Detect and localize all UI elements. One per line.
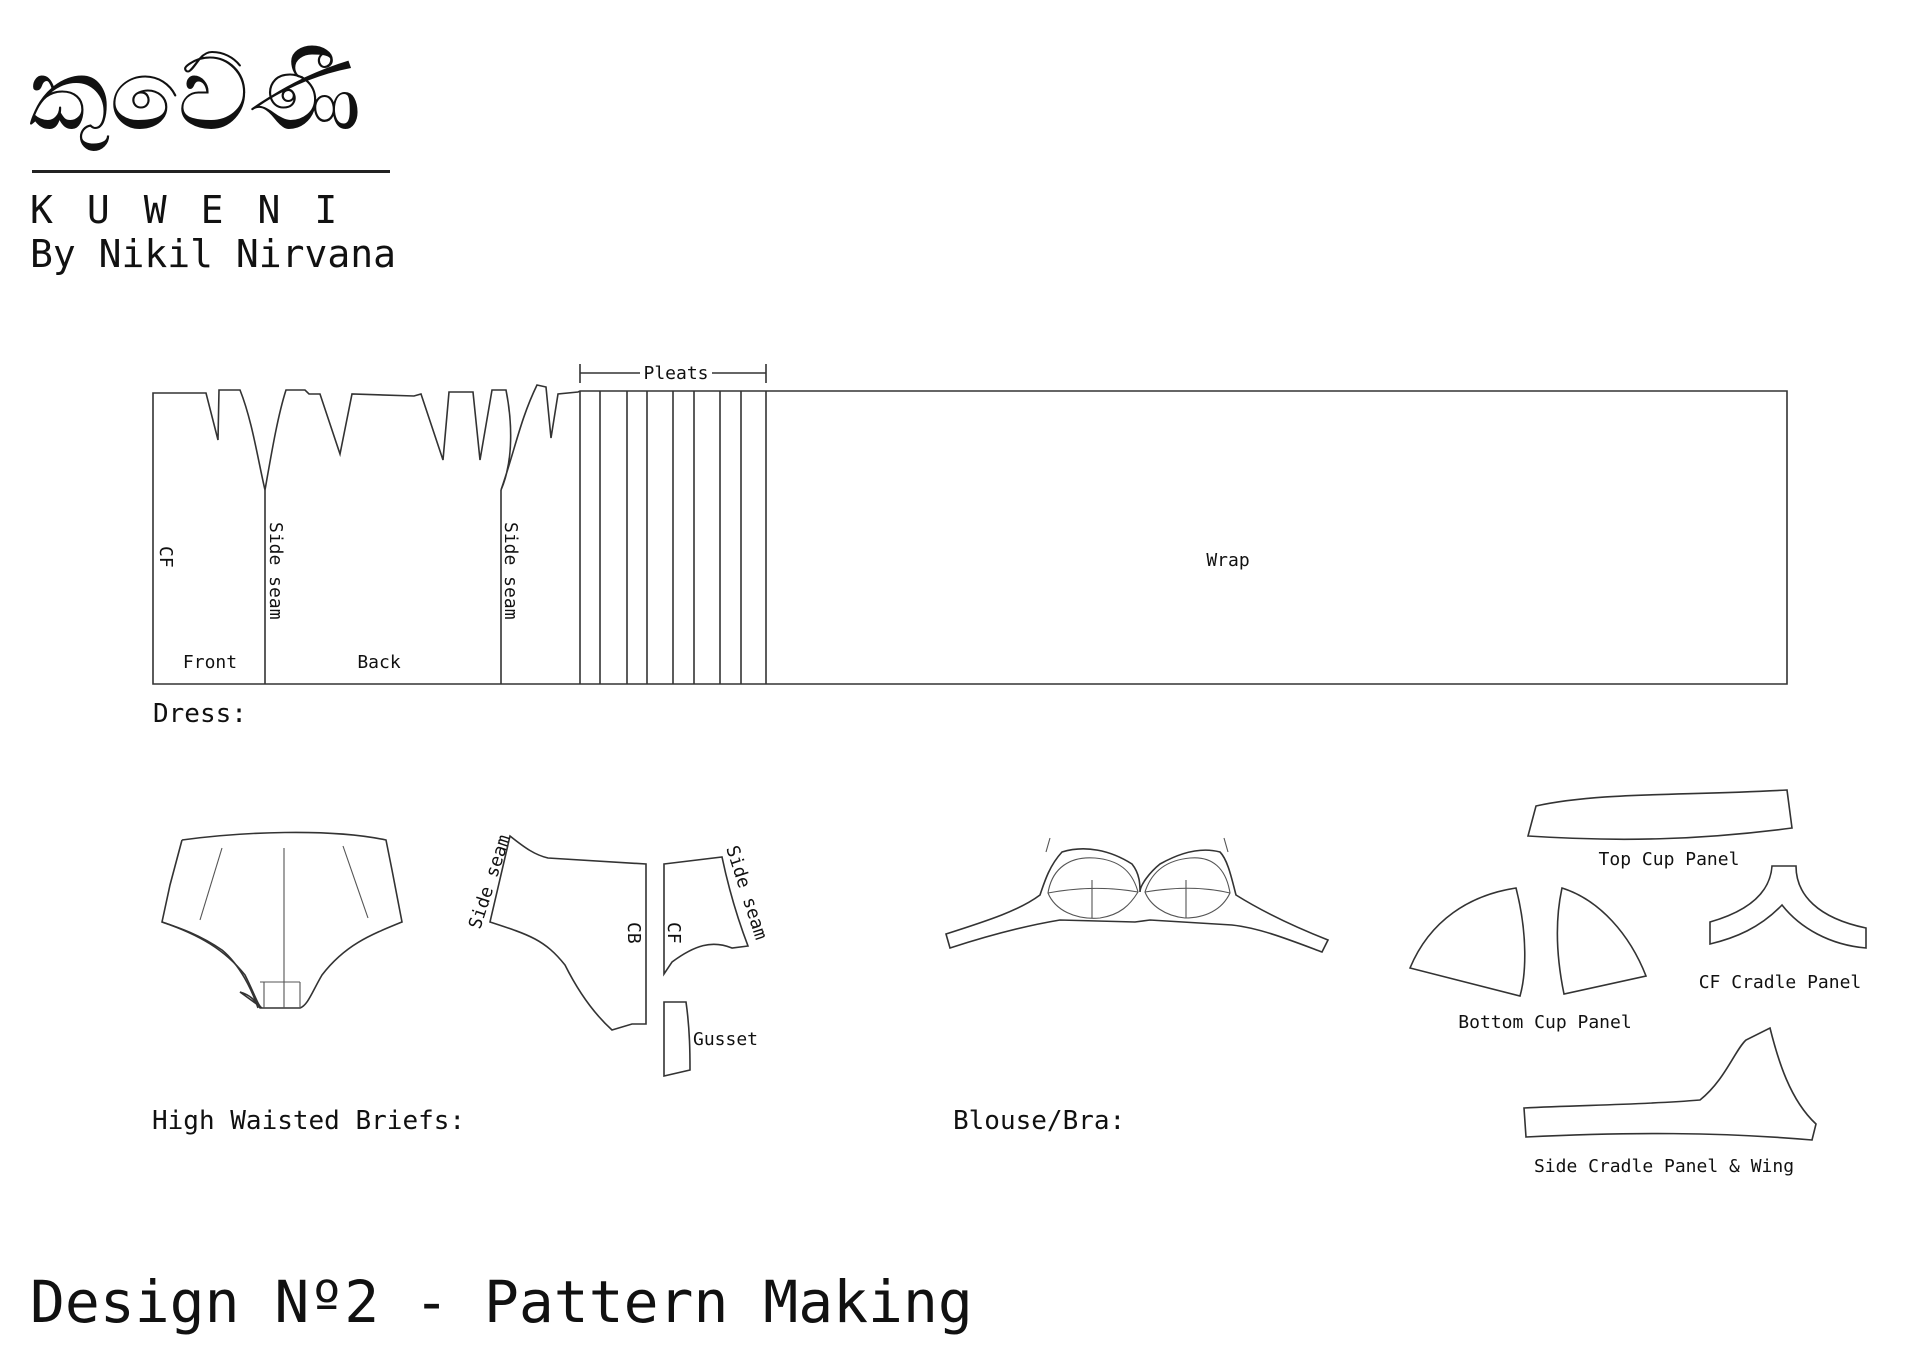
bra-illustration	[945, 837, 1330, 954]
back-label: Back	[357, 652, 401, 673]
bottom-cup-panel-right	[1556, 886, 1648, 995]
bottom-cup-label: Bottom Cup Panel	[1458, 1012, 1631, 1033]
dress-outline	[152, 384, 1788, 685]
briefs-side-seam-left: Side seam	[465, 832, 515, 931]
briefs-front-panel	[663, 856, 750, 977]
brand-name: KUWENI	[30, 188, 372, 232]
pleats-dimension: Pleats	[579, 363, 767, 384]
briefs-back-panel	[489, 834, 647, 1031]
bra-section-label: Blouse/Bra:	[953, 1106, 1125, 1136]
briefs-cf-label: CF	[663, 922, 684, 944]
briefs-illustration	[161, 831, 403, 1009]
pleats-label: Pleats	[643, 363, 708, 384]
cf-cradle-label: CF Cradle Panel	[1699, 972, 1862, 993]
top-cup-label: Top Cup Panel	[1599, 849, 1740, 870]
briefs-gusset	[663, 1001, 691, 1078]
wrap-label: Wrap	[1206, 550, 1249, 571]
brand-byline: By Nikil Nirvana	[30, 232, 397, 276]
briefs-section-label: High Waisted Briefs:	[152, 1106, 465, 1136]
logo-divider	[32, 170, 390, 173]
gusset-label: Gusset	[693, 1029, 758, 1050]
dress-pattern: Pleats CF Side seam Side seam Front Back…	[152, 363, 1788, 729]
front-label: Front	[183, 652, 237, 673]
side-seam-label-front: Side seam	[265, 522, 286, 620]
logo-script-wordmark: කුවේණී	[28, 36, 362, 153]
side-cradle-panel	[1523, 1026, 1817, 1141]
cf-label: CF	[155, 546, 176, 568]
pleat-lines	[579, 391, 767, 684]
top-cup-panel	[1526, 789, 1793, 841]
briefs-pattern: Side seam Side seam CB CF Gusset High Wa…	[152, 831, 771, 1136]
side-seam-label-back: Side seam	[500, 522, 521, 620]
bra-pattern: Top Cup Panel Bottom Cup Panel CF Cradle…	[945, 789, 1867, 1177]
cf-cradle-panel	[1709, 865, 1867, 949]
briefs-cb-label: CB	[623, 922, 644, 944]
sheet-title: Design Nº2 - Pattern Making	[30, 1268, 973, 1336]
bottom-cup-panel-left	[1408, 887, 1526, 997]
dress-section-label: Dress:	[153, 699, 247, 729]
briefs-side-seam-right: Side seam	[721, 843, 771, 942]
side-cradle-label: Side Cradle Panel & Wing	[1534, 1156, 1794, 1177]
